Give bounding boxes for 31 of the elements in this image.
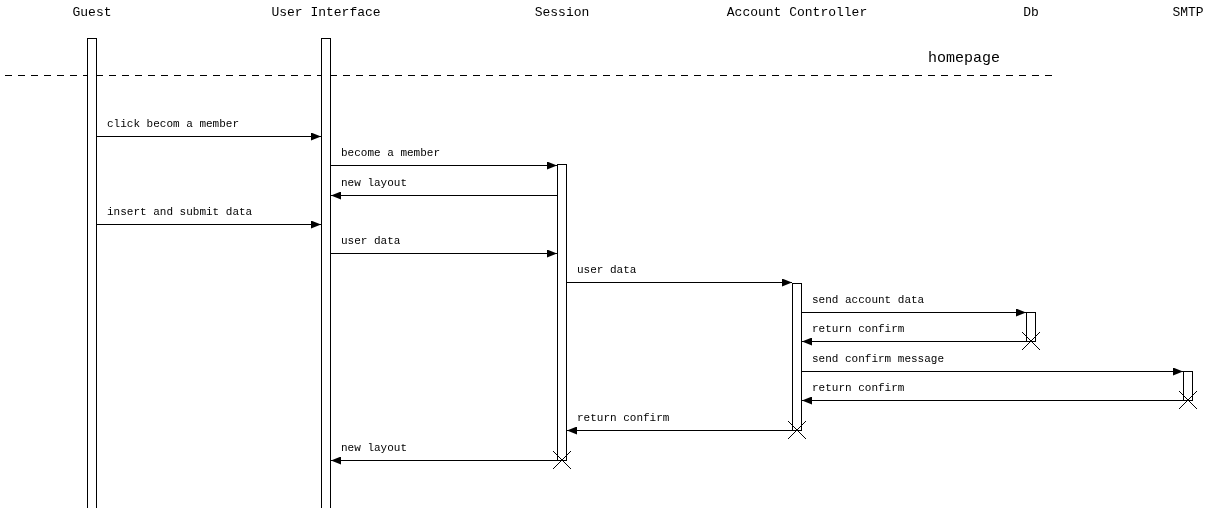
message-arrow (801, 367, 1184, 376)
participant-name: Account Controller (725, 4, 869, 21)
edge-label: new layout (341, 177, 407, 190)
message-arrow (566, 426, 793, 435)
edge-label: send confirm message (812, 353, 945, 366)
message-arrow (330, 191, 558, 200)
edge-label: return confirm (812, 382, 905, 395)
message-arrow (330, 456, 558, 465)
participant-name: Db (1022, 4, 1040, 21)
message-arrow (330, 249, 558, 258)
edge-label: user data (577, 264, 637, 277)
edge-label: user data (341, 235, 401, 248)
message-arrow (330, 161, 558, 170)
edge-label: become a member (341, 147, 441, 160)
edge-label: return confirm (577, 412, 670, 425)
participant-name: User Interface (270, 4, 382, 21)
edge-label: click becom a member (107, 118, 240, 131)
message-arrow (566, 278, 793, 287)
participant-name: Session (533, 4, 591, 21)
message-arrow (96, 132, 322, 141)
edge-label: send account data (812, 294, 925, 307)
message-arrow (801, 308, 1027, 317)
message-arrow (96, 220, 322, 229)
section-label: homepage (928, 50, 1000, 68)
message-arrow (801, 337, 1027, 346)
participant-name: Guest (71, 4, 113, 21)
edge-label: return confirm (812, 323, 905, 336)
edge-label: insert and submit data (107, 206, 253, 219)
message-arrow (801, 396, 1184, 405)
participant-name: SMTP (1171, 4, 1205, 21)
edge-label: new layout (341, 442, 407, 455)
